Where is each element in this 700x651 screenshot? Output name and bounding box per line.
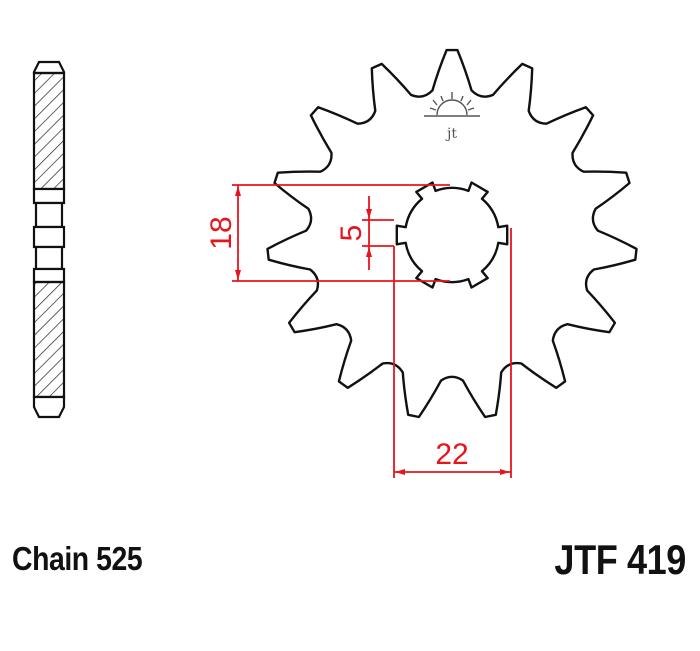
dimension-lines — [232, 184, 512, 478]
part-number-label: JTF 419 — [554, 536, 686, 583]
dimension-18: 18 — [205, 216, 238, 249]
svg-text:jt: jt — [445, 126, 457, 142]
side-view — [32, 60, 66, 419]
spline-bore — [395, 181, 509, 289]
brand-logo-icon: jt — [424, 92, 480, 142]
dimension-22: 22 — [435, 438, 468, 471]
dimension-5: 5 — [335, 225, 368, 242]
chain-size-label: Chain 525 — [12, 540, 143, 577]
sprocket-outline — [266, 48, 638, 419]
